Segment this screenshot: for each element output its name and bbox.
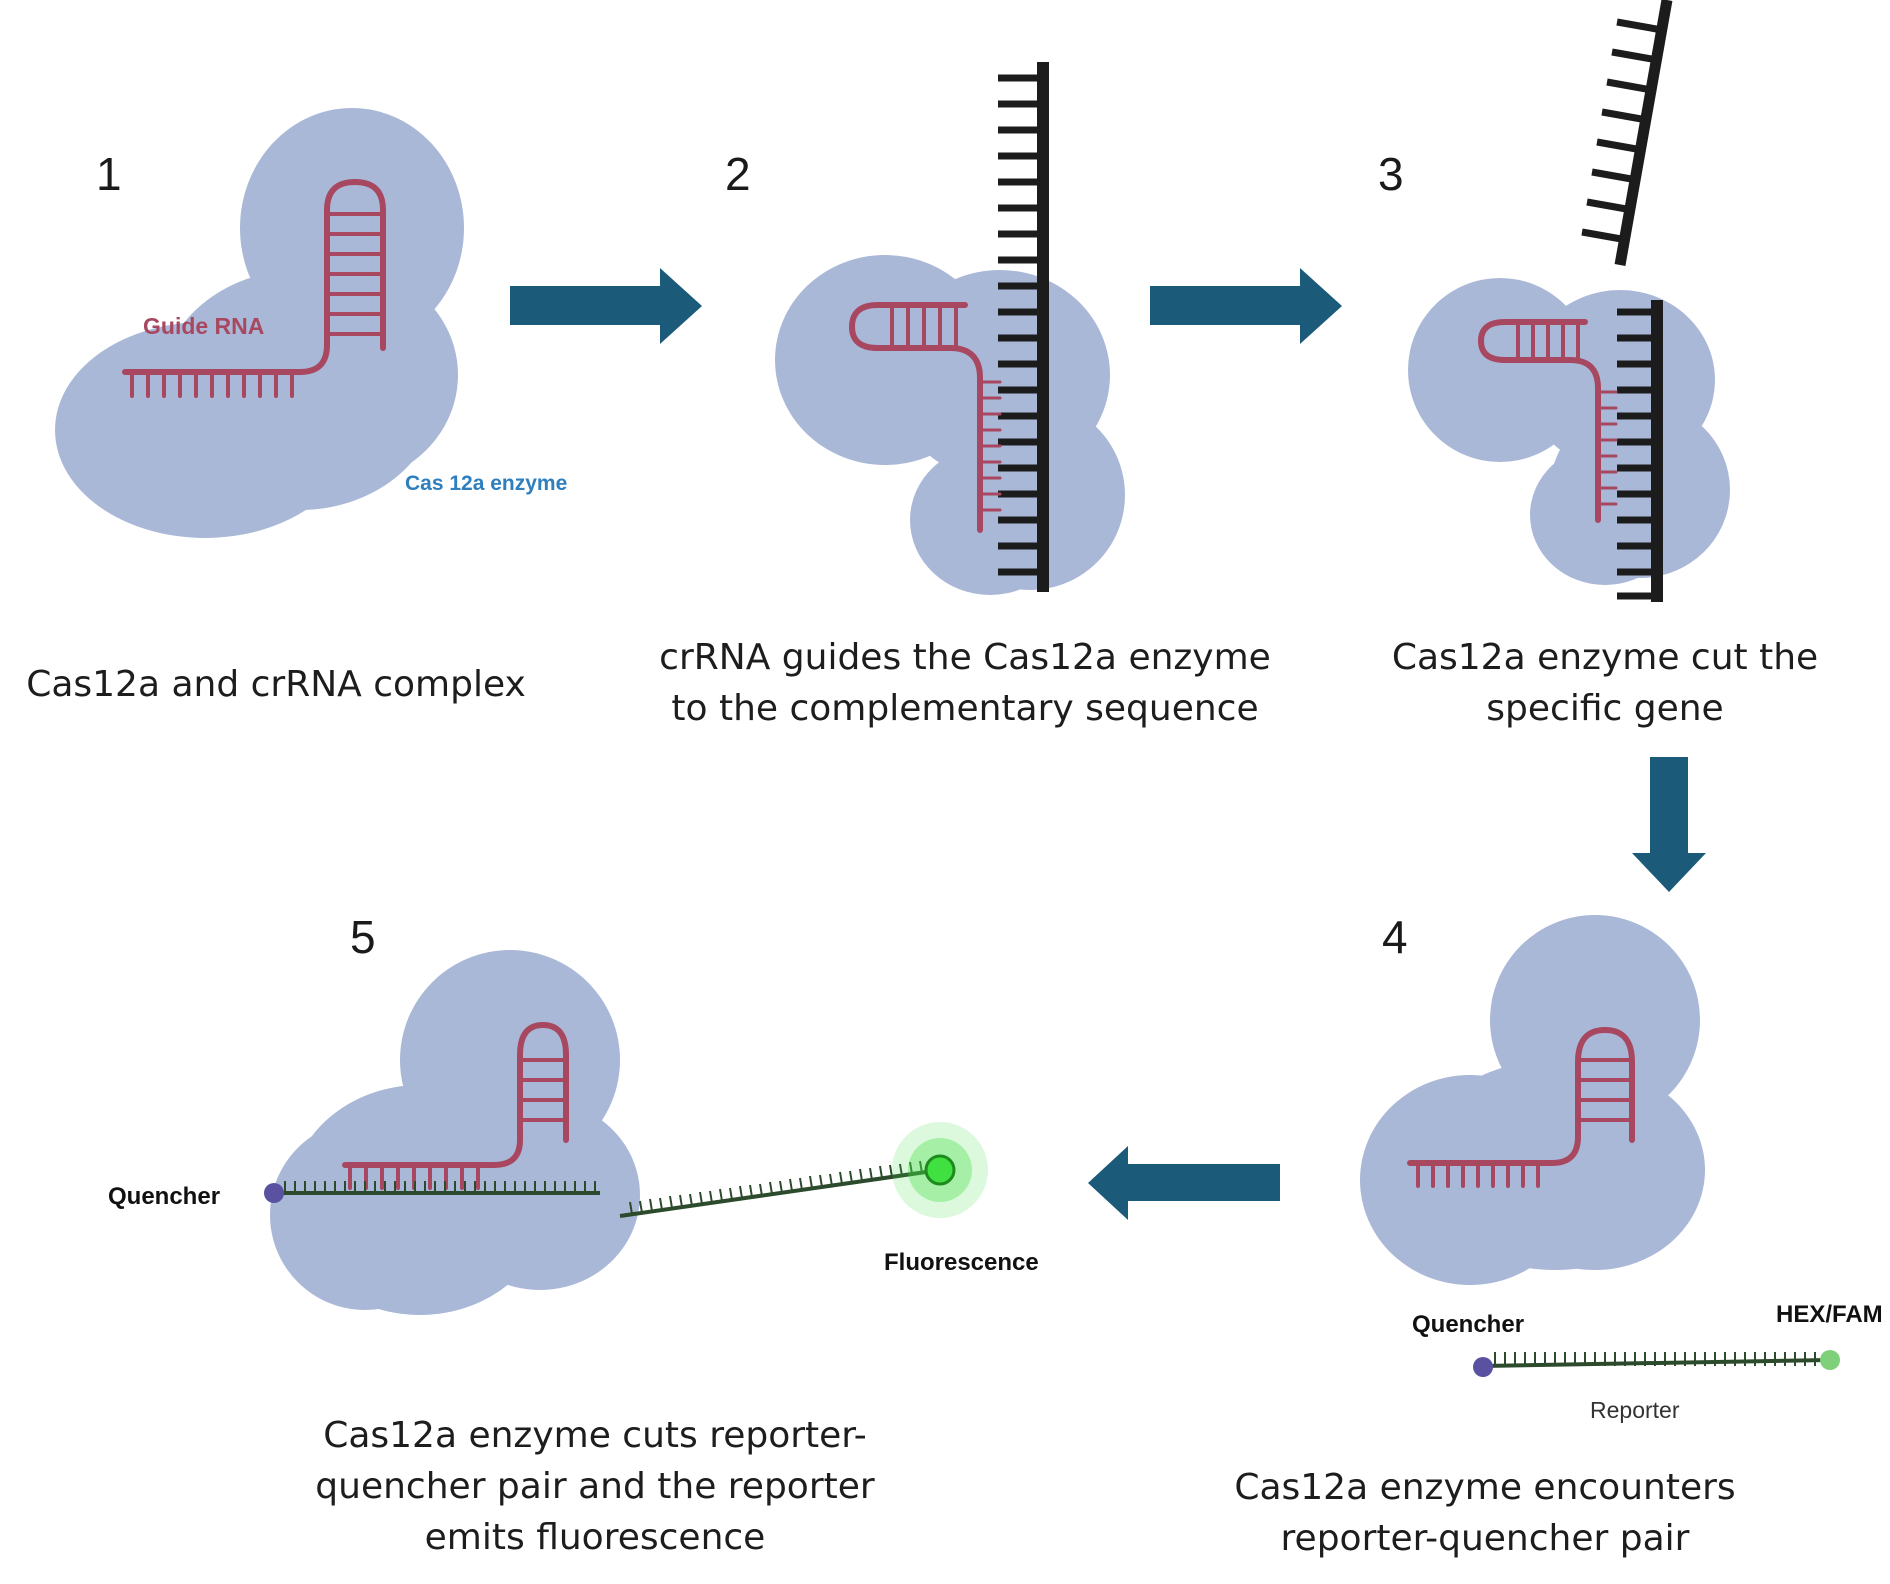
dna-strand: [998, 62, 1049, 592]
fluorescence-label: Fluorescence: [884, 1249, 1039, 1276]
guide-rna: [122, 178, 386, 398]
enzyme-blob: [55, 108, 464, 538]
step-3-number: 3: [1378, 148, 1404, 200]
hex-fam-label: HEX/FAM: [1776, 1301, 1883, 1328]
quencher-label: Quencher: [108, 1183, 220, 1210]
arrow-left: [1088, 1146, 1280, 1220]
step-5-caption: Cas12a enzyme cuts reporter- quencher pa…: [290, 1410, 900, 1563]
step-3-illustration: [1408, 0, 1730, 602]
guide-rna-label: Guide RNA: [143, 313, 264, 339]
step-1-illustration: Guide RNA Cas 12a enzyme: [55, 108, 567, 538]
step-5-number: 5: [350, 911, 376, 963]
step-4-illustration: Quencher HEX/FAM Reporter: [1360, 915, 1883, 1423]
step-2-illustration: [775, 62, 1125, 595]
step-5-illustration: Quencher Fluorescence: [108, 950, 1039, 1315]
step-2-caption: crRNA guides the Cas12a enzyme to the co…: [640, 632, 1290, 734]
step-1-number: 1: [96, 148, 122, 200]
arrow-right-2: [1150, 268, 1342, 344]
enzyme-blob: [270, 950, 640, 1315]
reporter-strand-bound: [264, 1181, 600, 1203]
caption-line: quencher pair and the reporter: [315, 1466, 875, 1507]
quencher-label: Quencher: [1412, 1311, 1524, 1338]
caption-line: specific gene: [1486, 688, 1724, 729]
step-4-caption: Cas12a enzyme encounters reporter-quench…: [1205, 1462, 1765, 1564]
guide-rna: [342, 1021, 569, 1190]
enzyme-label: Cas 12a enzyme: [405, 472, 567, 495]
caption-line: Cas12a and crRNA complex: [26, 664, 526, 705]
enzyme-blob: [1360, 915, 1705, 1285]
cut-dna-fragment: [1581, 0, 1673, 266]
guide-rna: [1407, 1026, 1635, 1188]
caption-line: emits fluorescence: [424, 1517, 766, 1558]
arrow-down: [1632, 757, 1706, 892]
crna-strand: [1477, 319, 1618, 523]
quencher-dot: [1473, 1357, 1493, 1377]
fluorophore-dot: [1820, 1350, 1840, 1370]
caption-line: crRNA guides the Cas12a enzyme: [659, 637, 1271, 678]
arrow-right-1: [510, 268, 702, 344]
caption-line: to the complementary sequence: [671, 688, 1259, 729]
caption-line: Cas12a enzyme encounters: [1234, 1467, 1736, 1508]
reporter-label: Reporter: [1590, 1397, 1680, 1423]
caption-line: Cas12a enzyme cuts reporter-: [323, 1415, 867, 1456]
quencher-dot: [264, 1183, 284, 1203]
fluorophore-dot: [924, 1154, 956, 1186]
step-2-number: 2: [725, 148, 751, 200]
step-4-number: 4: [1382, 911, 1408, 963]
caption-line: Cas12a enzyme cut the: [1391, 637, 1819, 678]
step-1-caption: Cas12a and crRNA complex: [8, 659, 544, 710]
dna-strand: [1617, 300, 1663, 602]
cleaved-reporter: [619, 1122, 988, 1218]
step-3-caption: Cas12a enzyme cut the specific gene: [1360, 632, 1850, 734]
crna-strand: [848, 302, 1002, 533]
reporter-quencher-pair: [1473, 1350, 1840, 1377]
caption-line: reporter-quencher pair: [1280, 1518, 1690, 1559]
